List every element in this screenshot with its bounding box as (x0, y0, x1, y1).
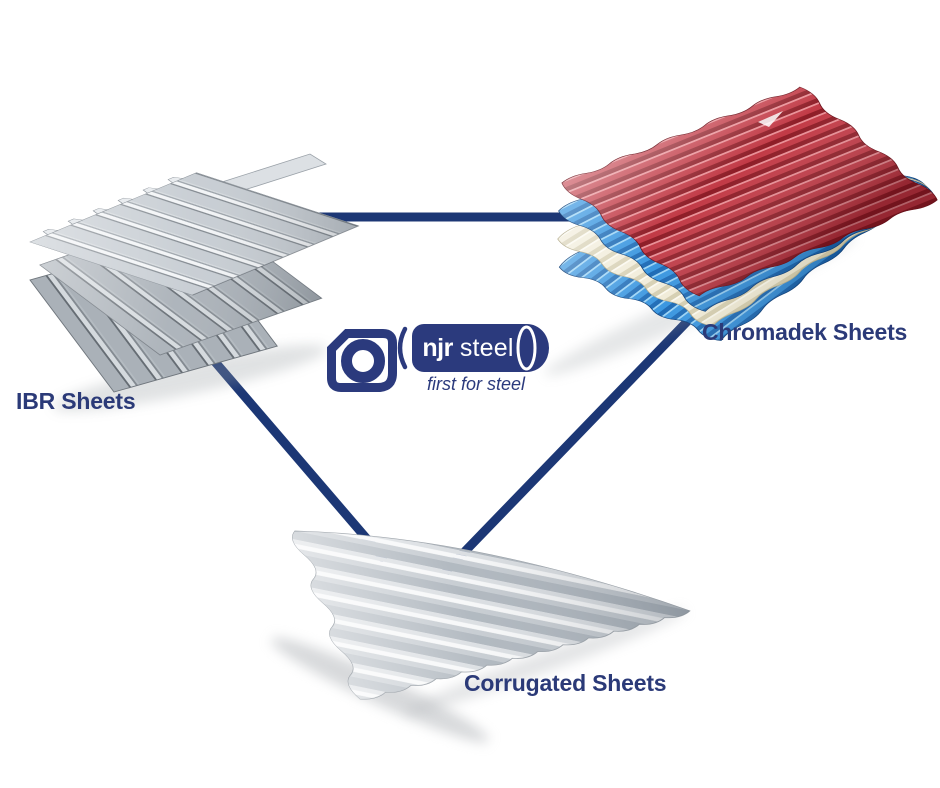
coil-ring (341, 339, 385, 383)
pipe-end-rim (516, 325, 537, 371)
corrugated-shadow-side (404, 609, 686, 715)
logo-wordmark: njr steel (411, 324, 525, 372)
corrugated-sheets-label: Corrugated Sheets (464, 670, 667, 696)
logo-brand-bold: njr (422, 333, 453, 362)
coil-icon (327, 329, 397, 392)
chromadek-sheets-label: Chromadek Sheets (702, 319, 908, 345)
chromadek-sheets-image (544, 84, 940, 376)
pipe-left-curve (397, 326, 408, 370)
corrugated-sheet-image (271, 511, 756, 780)
pipe-body (412, 324, 549, 372)
ibr-sheets-image (29, 153, 360, 412)
ibr-shadow (53, 344, 327, 412)
red-sheet-glare (758, 111, 783, 127)
logo-brand-regular: steel (459, 333, 514, 362)
ibr-sheets-label: IBR Sheets (16, 388, 136, 414)
logo-tagline: first for steel (426, 374, 526, 394)
njr-steel-logo (327, 324, 549, 392)
connector-ibr-corrugated (206, 353, 389, 563)
